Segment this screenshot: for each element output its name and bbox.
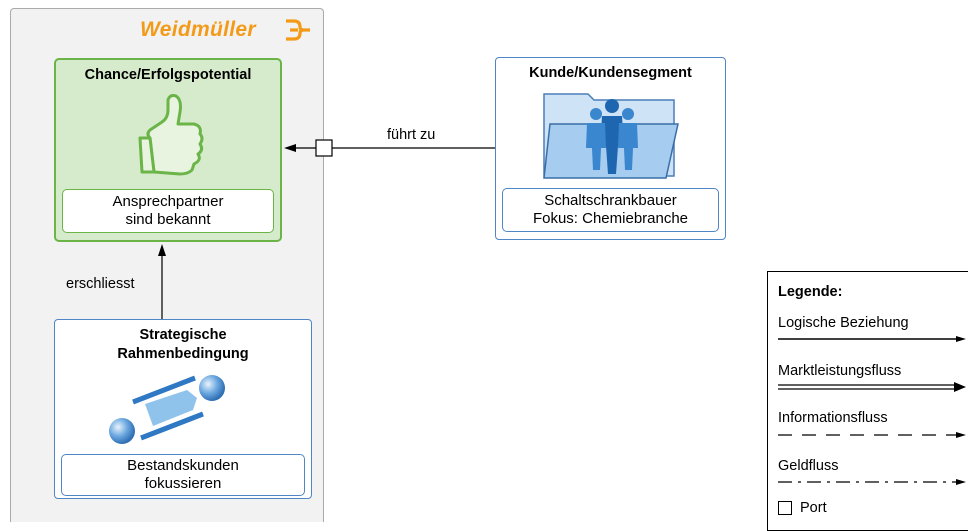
customer-line-2: Fokus: Chemiebranche (532, 210, 689, 227)
legend-line-samples (778, 336, 966, 485)
strategy-line-2: fokussieren (144, 475, 222, 492)
legend-box: Legende: Logische Beziehung Marktleistun… (767, 271, 968, 531)
strategy-title-1: Strategische (139, 327, 227, 343)
chance-title: Chance/Erfolgspotential (84, 67, 252, 83)
customer-card[interactable]: Kunde/Kundensegment Schaltschrankbauer F… (495, 57, 726, 240)
weidmueller-logo: Weidmüller (140, 18, 256, 42)
strategy-icon (109, 375, 225, 444)
opens-up-label: erschliesst (66, 276, 135, 292)
customer-title: Kunde/Kundensegment (529, 65, 692, 81)
legend-port-icon (778, 501, 792, 515)
strategy-card[interactable]: Strategische Rahmenbedingung Bestandskun… (54, 319, 312, 499)
customer-line-1: Schaltschrankbauer (544, 192, 677, 209)
customer-description: Schaltschrankbauer Fokus: Chemiebranche (502, 188, 719, 232)
strategy-line-1: Bestandskunden (127, 457, 239, 474)
logo-text: Weidmüller (140, 18, 256, 41)
legend-logical-label: Logische Beziehung (778, 315, 909, 331)
chance-card[interactable]: Chance/Erfolgspotential Ansprechpartner … (54, 58, 282, 242)
chance-line-2: sind bekannt (125, 211, 211, 228)
leads-to-label: führt zu (387, 127, 436, 143)
opens-up-arrowhead (158, 244, 166, 256)
chance-description: Ansprechpartner sind bekannt (62, 189, 274, 233)
legend-market-label: Marktleistungsfluss (778, 363, 902, 379)
legend-port-label: Port (800, 500, 827, 516)
port-square (315, 139, 333, 157)
strategy-description: Bestandskunden fokussieren (61, 454, 305, 496)
strategy-title-2: Rahmenbedingung (117, 346, 249, 362)
legend-money-label: Geldfluss (778, 458, 839, 474)
customer-folder-icon (543, 93, 679, 179)
leads-to-arrowhead (284, 144, 296, 152)
legend-title: Legende: (778, 284, 843, 300)
legend-information-label: Informationsfluss (778, 410, 888, 426)
chance-line-1: Ansprechpartner (112, 193, 224, 210)
logo-mark-icon (286, 19, 310, 41)
thumbs-up-icon (138, 94, 204, 176)
